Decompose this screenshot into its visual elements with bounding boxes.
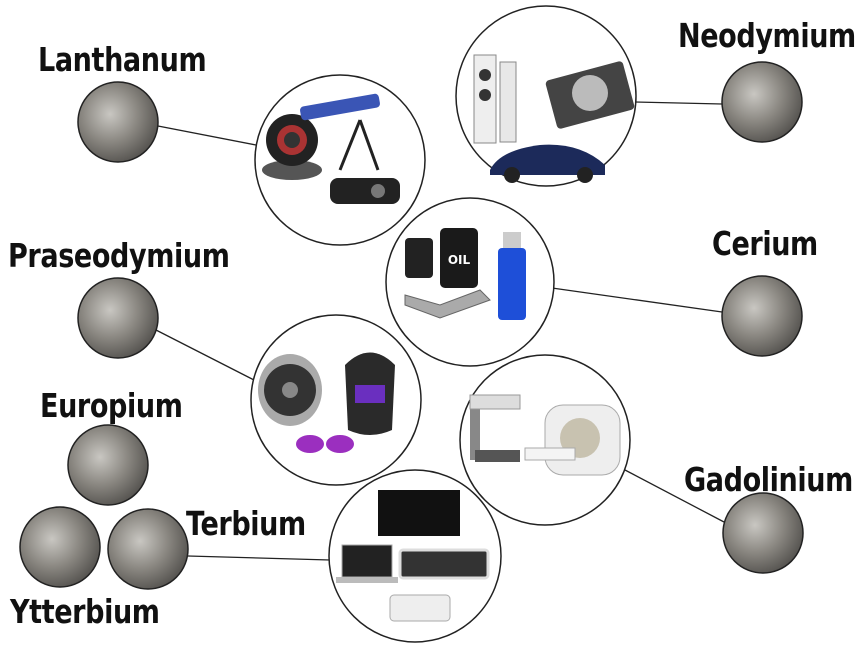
camera-lens-icon — [262, 114, 322, 180]
oil-barrels-icon: OIL — [405, 228, 478, 288]
connector-cerium — [551, 287, 723, 313]
jet-engine-icon — [258, 354, 322, 426]
praseodymium-label: Praseodymium — [8, 236, 230, 275]
ytterbium-sample — [19, 506, 101, 588]
x-ray-machine-icon — [469, 394, 521, 462]
lighter-icon — [498, 232, 526, 320]
connector-gadolinium — [624, 469, 725, 523]
mri-scanner-icon — [524, 404, 621, 476]
lanthanum-sample — [77, 81, 159, 163]
barrel-text: OIL — [448, 253, 471, 267]
welding-helmet-icon — [345, 352, 395, 435]
connector-terbium — [187, 555, 331, 561]
europium-label: Europium — [40, 386, 183, 425]
gadolinium-sample — [722, 492, 804, 574]
terbium-sample — [107, 508, 189, 590]
television-icon — [378, 490, 460, 536]
europium-sample — [67, 424, 149, 506]
tinted-glasses-icon — [296, 435, 354, 453]
gadolinium-label: Gadolinium — [684, 460, 853, 499]
phone-icon — [389, 594, 451, 622]
connector-neodymium — [634, 101, 723, 105]
speakers-icon — [473, 54, 517, 144]
hard-drive-icon — [545, 61, 635, 129]
lanthanum-label: Lanthanum — [38, 40, 207, 79]
terbium-label: Terbium — [186, 504, 306, 543]
electric-car-icon — [490, 144, 605, 183]
tablet-icon — [398, 548, 490, 580]
telescope-icon — [300, 93, 380, 171]
connector-praseodymium — [155, 329, 255, 381]
laptop-icon — [336, 544, 398, 583]
projector-icon — [330, 178, 400, 204]
cerium-label: Cerium — [712, 224, 818, 263]
ytterbium-label: Ytterbium — [10, 592, 160, 631]
cerium-sample — [721, 275, 803, 357]
neodymium-sample — [721, 61, 803, 143]
connector-lanthanum — [157, 125, 257, 146]
neodymium-label: Neodymium — [678, 16, 856, 55]
praseodymium-sample — [77, 277, 159, 359]
catalytic-converter-icon — [404, 289, 491, 319]
